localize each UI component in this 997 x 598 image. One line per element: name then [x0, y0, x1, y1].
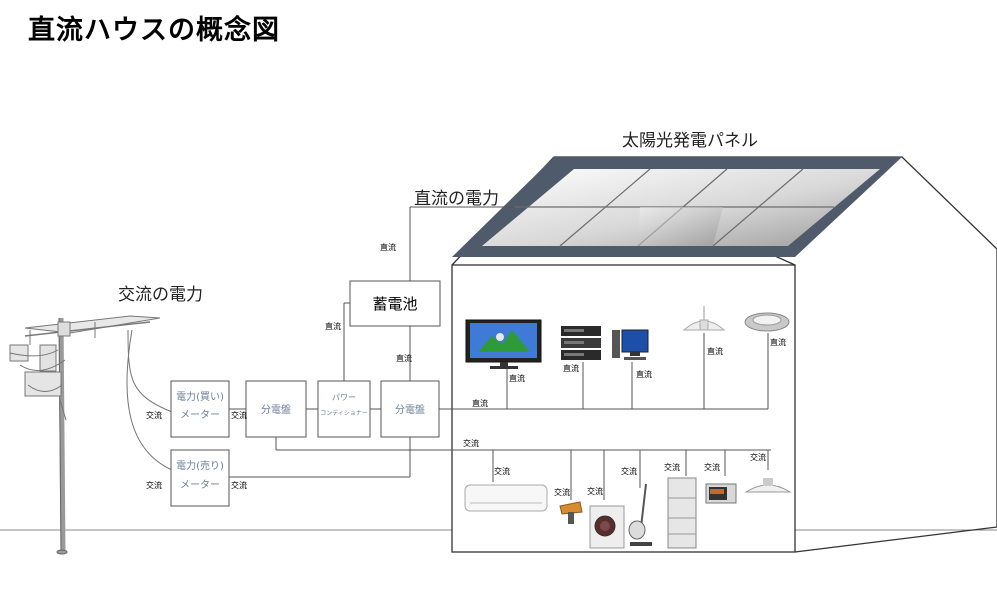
tv-appliance — [465, 319, 542, 369]
ac-tag-washer: 交流 — [587, 486, 603, 496]
downlight — [744, 312, 790, 332]
microwave — [705, 483, 737, 504]
panel-right-label: 分電盤 — [395, 403, 425, 416]
power-conditioner-box: パワー コンディショナー — [317, 380, 371, 438]
refrigerator — [667, 477, 697, 549]
dc-tag-audio: 直流 — [563, 363, 579, 373]
air-conditioner — [464, 484, 548, 512]
panel-right-box: 分電盤 — [380, 380, 440, 438]
dc-power-label: 直流の電力 — [414, 189, 499, 209]
ac-tag-fridge: 交流 — [664, 462, 680, 472]
pc-appliance — [612, 329, 649, 360]
solar-panel-label: 太陽光発電パネル — [622, 131, 758, 151]
ac-tag-vacuum: 交流 — [621, 466, 637, 476]
meter-buy-title: 電力(買い) — [176, 390, 224, 403]
ac-tag-meter-sell: 交流 — [146, 480, 162, 490]
diagram-title: 直流ハウスの概念図 — [28, 15, 280, 46]
dc-tag-downlight: 直流 — [770, 337, 786, 347]
meter-buy-box: 電力(買い) メーター — [170, 380, 230, 438]
meter-sell-sub: メーター — [180, 479, 220, 491]
dc-tag-roof: 直流 — [380, 242, 396, 252]
ac-service-wires — [126, 329, 173, 471]
audio-appliance — [561, 326, 601, 360]
ac-tag-ceiling-light: 交流 — [750, 452, 766, 462]
panel-left-box: 分電盤 — [245, 380, 307, 438]
wiring — [229, 206, 771, 500]
meter-sell-box: 電力(売り) メーター — [170, 449, 230, 507]
dc-tag-battery: 直流 — [396, 353, 412, 363]
utility-pole — [9, 315, 161, 555]
dc-tag-conditioner: 直流 — [325, 321, 341, 331]
meter-buy-sub: メーター — [180, 409, 220, 421]
dc-tag-pendant: 直流 — [707, 346, 723, 356]
ac-power-label: 交流の電力 — [118, 285, 203, 305]
ac-tag-microwave: 交流 — [704, 462, 720, 472]
dc-tag-tv: 直流 — [509, 373, 525, 383]
battery-label: 蓄電池 — [372, 295, 417, 313]
pendant-light — [682, 306, 726, 331]
battery-box: 蓄電池 — [349, 280, 441, 327]
ceiling-light — [744, 478, 792, 493]
meter-sell-title: 電力(売り) — [176, 459, 224, 472]
ac-tag-dryer: 交流 — [554, 487, 570, 497]
washing-machine — [589, 505, 625, 549]
hair-dryer — [559, 501, 583, 524]
ac-tag-meter-buy-out: 交流 — [231, 410, 247, 420]
dc-tag-house-line: 直流 — [472, 398, 488, 408]
ac-tag-meter-buy: 交流 — [146, 410, 162, 420]
ac-tag-house-line: 交流 — [463, 438, 479, 448]
power-conditioner-top: パワー — [332, 393, 356, 402]
ac-tag-meter-sell-out: 交流 — [231, 480, 247, 490]
ac-tag-aircon: 交流 — [494, 466, 510, 476]
solar-panel-roof — [452, 157, 902, 257]
dc-tag-pc: 直流 — [636, 369, 652, 379]
vacuum-cleaner — [628, 483, 652, 546]
panel-left-label: 分電盤 — [261, 403, 291, 416]
power-conditioner-bottom: コンディショナー — [320, 409, 368, 417]
